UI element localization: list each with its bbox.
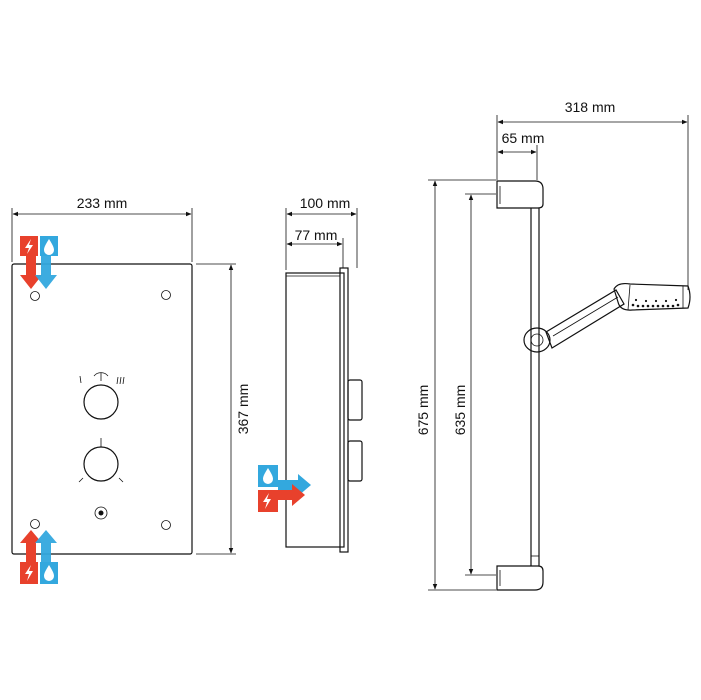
handset-handle xyxy=(545,289,625,349)
fixing-hole xyxy=(161,290,171,300)
power-control-knob xyxy=(83,446,119,482)
setting-mark-high xyxy=(116,376,125,385)
setting-tick xyxy=(118,477,124,483)
front-view: 233 mm 367 mm xyxy=(11,195,251,584)
knob-indicator-arc xyxy=(93,372,109,377)
side-view: 100 mm 77 mm xyxy=(258,195,363,553)
water-arrow-icon xyxy=(278,474,311,496)
setting-mark-low xyxy=(79,375,82,384)
rail-reach-label: 318 mm xyxy=(565,99,616,115)
bottom-supply-entry xyxy=(20,530,58,584)
side-body xyxy=(285,272,345,548)
side-knob-upper xyxy=(347,379,363,421)
front-width-label: 233 mm xyxy=(77,195,128,211)
top-supply-entry xyxy=(20,236,58,289)
side-depth-body-label: 77 mm xyxy=(295,227,338,243)
side-depth-total-label: 100 mm xyxy=(300,195,351,211)
water-drop-icon xyxy=(263,468,273,484)
riser-rail-view: 318 mm 65 mm 675 mm 635 mm xyxy=(415,99,691,591)
power-arrow-icon xyxy=(20,255,42,289)
lightning-bolt-icon xyxy=(25,239,33,254)
water-drop-icon xyxy=(44,239,54,255)
lightning-bolt-icon xyxy=(263,493,271,509)
front-panel xyxy=(11,263,193,555)
setting-tick xyxy=(78,477,84,483)
side-knob-lower xyxy=(347,440,363,482)
rail-slider xyxy=(523,327,551,353)
fixing-hole xyxy=(30,519,40,529)
front-height-label: 367 mm xyxy=(235,384,251,435)
spray-nozzles xyxy=(631,298,680,308)
lightning-bolt-icon xyxy=(25,565,33,581)
power-arrow-icon xyxy=(20,530,42,563)
water-arrow-icon xyxy=(35,530,57,563)
reset-button-center xyxy=(98,510,104,516)
fixing-hole xyxy=(30,291,40,301)
rail-offset-label: 65 mm xyxy=(502,130,545,146)
water-arrow-icon xyxy=(35,255,57,289)
reset-button xyxy=(94,506,108,520)
power-arrow-icon xyxy=(278,484,305,506)
fixing-hole xyxy=(161,520,171,530)
shower-head xyxy=(613,282,691,311)
rail-top-bracket xyxy=(496,180,544,209)
temperature-control-knob xyxy=(83,384,119,420)
rail-height-fixings-label: 635 mm xyxy=(452,385,468,436)
rail-bottom-bracket xyxy=(496,565,544,591)
pole-end-cap xyxy=(530,555,540,567)
rail-height-total-label: 675 mm xyxy=(415,385,431,436)
water-drop-icon xyxy=(44,565,54,581)
rear-supply-entry xyxy=(258,465,311,512)
